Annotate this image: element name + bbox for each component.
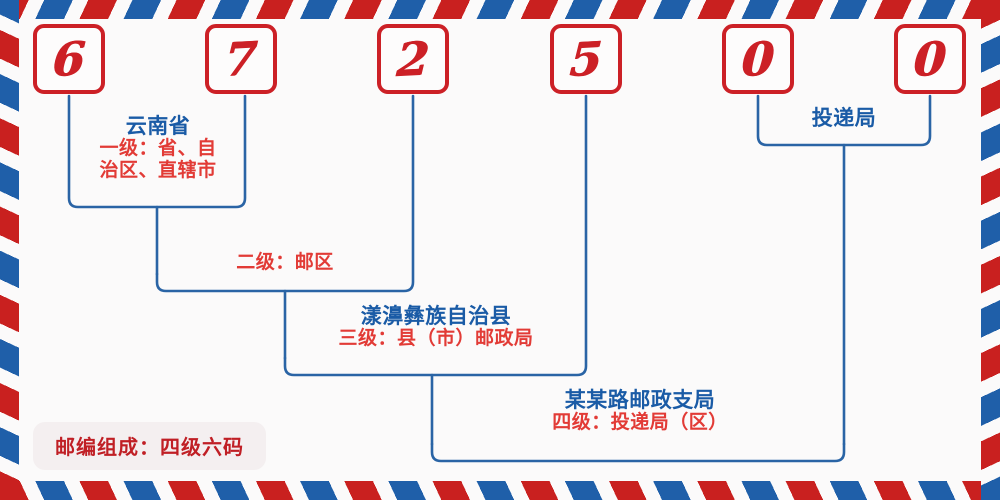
caption-level-2-sub-line-1: 二级：邮区 bbox=[236, 251, 334, 273]
postcode-digit-box-3[interactable]: 2 bbox=[377, 24, 449, 94]
postcode-digit-box-1[interactable]: 6 bbox=[33, 24, 105, 94]
caption-level-4-sub-line-1: 四级：投递局（区） bbox=[552, 410, 728, 433]
bracket-level-3 bbox=[283, 94, 588, 377]
airmail-border-top bbox=[0, 0, 1000, 19]
caption-level-1-sub-line-2: 治区、直辖市 bbox=[99, 158, 217, 181]
airmail-border-left bbox=[0, 0, 19, 500]
bracket-level-4 bbox=[430, 442, 846, 463]
caption-level-1: 云南省 一级：省、自 治区、直辖市 bbox=[80, 114, 236, 181]
caption-level-1-sub-line-1: 一级：省、自 bbox=[99, 136, 217, 159]
caption-level-3-title: 漾濞彝族自治县 bbox=[360, 303, 512, 328]
postcode-digit-5: 0 bbox=[740, 31, 776, 87]
caption-level-1-title: 云南省 bbox=[125, 113, 191, 138]
postcode-composition-label: 邮编组成：四级六码 bbox=[55, 435, 244, 459]
postcode-digit-box-6[interactable]: 0 bbox=[894, 24, 966, 94]
airmail-border-right bbox=[981, 0, 1000, 500]
postcode-digit-3: 2 bbox=[395, 31, 431, 87]
postcode-digit-box-4[interactable]: 5 bbox=[550, 24, 622, 94]
postcode-digit-box-2[interactable]: 7 bbox=[205, 24, 277, 94]
postcode-digit-box-5[interactable]: 0 bbox=[722, 24, 794, 94]
caption-level-3-sub-line-1: 三级：县（市）邮政局 bbox=[338, 326, 534, 349]
caption-level-3: 漾濞彝族自治县 三级：县（市）邮政局 bbox=[296, 304, 576, 350]
postcode-digit-6: 0 bbox=[912, 31, 948, 87]
caption-level-4: 某某路邮政支局 四级：投递局（区） bbox=[450, 388, 830, 434]
postcode-digit-2: 7 bbox=[223, 31, 259, 87]
postcode-digit-4: 5 bbox=[568, 31, 604, 87]
caption-delivery-office-title: 投递局 bbox=[811, 105, 877, 130]
postcode-digit-1: 6 bbox=[51, 31, 87, 87]
postcode-composition-badge: 邮编组成：四级六码 bbox=[33, 422, 266, 470]
caption-delivery-office: 投递局 bbox=[768, 106, 920, 130]
airmail-border-bottom bbox=[0, 481, 1000, 500]
caption-level-2: 二级：邮区 bbox=[175, 251, 395, 274]
caption-level-4-title: 某某路邮政支局 bbox=[564, 387, 716, 412]
